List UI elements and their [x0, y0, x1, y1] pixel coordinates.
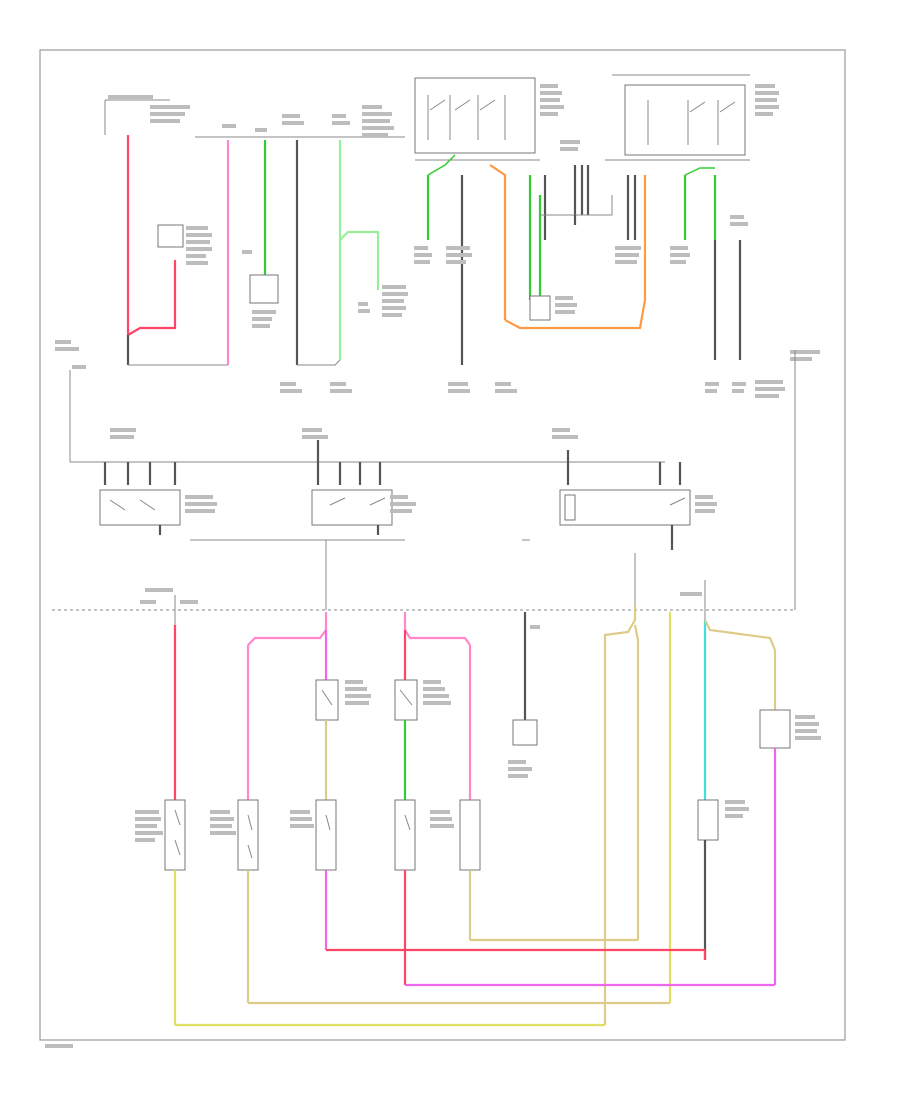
- ground-component: [249, 274, 279, 304]
- right-window-switch: [559, 450, 717, 550]
- center-window-switch: [311, 440, 416, 535]
- left-front-window-motor: [135, 625, 186, 1025]
- bottom-connector-labels: [140, 580, 706, 625]
- right-mirror-switch: [612, 74, 779, 156]
- footer-code-mark: [45, 1044, 73, 1048]
- top-right-labels: [414, 215, 820, 398]
- diagram-frame: [39, 49, 846, 1041]
- bottom-ground: [508, 612, 540, 778]
- fuse-block: [104, 95, 190, 135]
- relay-box-left: [157, 224, 184, 248]
- right-bottom-circuits: [603, 605, 821, 1025]
- top-bus-labels: [222, 105, 394, 137]
- left-rear-lock-box: [697, 799, 719, 841]
- pink-loop-circuit: [210, 612, 328, 1003]
- left-mirror-switch: [414, 77, 564, 154]
- right-rear-window-motor: [394, 612, 481, 985]
- green-ground-circuit: [242, 140, 279, 328]
- mid-bus-labels: [110, 428, 578, 439]
- heated-mirror-box: [529, 295, 551, 321]
- left-window-switch: [99, 462, 217, 535]
- bottom-loop-wires: [175, 938, 775, 1027]
- right-front-motor-box: [759, 709, 791, 749]
- red-circuit: [126, 135, 228, 366]
- mirror-switch-wires: [426, 140, 742, 365]
- light-green-circuit: [338, 140, 408, 360]
- lower-mid-labels: [280, 382, 352, 393]
- left-rear-window-motor: [290, 630, 371, 950]
- left-vertical-bus: [55, 340, 86, 462]
